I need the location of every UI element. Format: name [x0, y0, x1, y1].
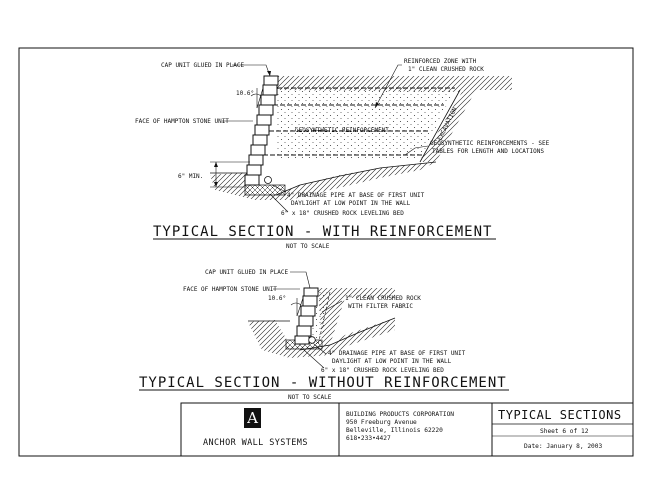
lower-cap-label: CAP UNIT GLUED IN PLACE [205, 269, 288, 276]
corp-name: BUILDING PRODUCTS CORPORATION [346, 411, 454, 418]
geosynthetic-layers [263, 87, 455, 156]
upper-min-label: 6" MIN. [178, 173, 203, 180]
upper-cap-label: CAP UNIT GLUED IN PLACE [161, 62, 244, 69]
upper-reinforced-zone-line1: REINFORCED ZONE WITH [404, 58, 477, 65]
corp-phone: 618•233•4427 [346, 435, 391, 442]
lower-angle: 10.6° [268, 295, 286, 302]
corp-street: 950 Freeburg Avenue [346, 419, 417, 426]
lower-rock-line1: 1" CLEAN CRUSHED ROCK [345, 295, 421, 302]
sheet-number: Sheet 6 of 12 [540, 428, 589, 435]
retained-soil-top [276, 76, 512, 92]
drainage-pipe [264, 176, 272, 184]
anchor-logo [244, 408, 261, 428]
upper-section: CAP UNIT GLUED IN PLACE REINFORCED ZONE … [135, 58, 550, 250]
reinforced-zone [276, 88, 455, 160]
lower-rock-line2: WITH FILTER FABRIC [348, 303, 413, 310]
upper-reinforced-zone-line2: 1" CLEAN CRUSHED ROCK [408, 66, 484, 73]
lower-drain-line2: DAYLIGHT AT LOW POINT IN THE WALL [332, 358, 452, 365]
upper-angle: 10.6° [236, 90, 254, 97]
upper-drain-line2: DAYLIGHT AT LOW POINT IN THE WALL [291, 200, 411, 207]
lower-bed-label: 6" x 18" CRUSHED ROCK LEVELING BED [321, 367, 444, 374]
upper-scale-note: NOT TO SCALE [286, 243, 330, 250]
lower-retained-soil [318, 288, 395, 345]
lower-section: CAP UNIT GLUED IN PLACE FACE OF HAMPTON … [139, 269, 509, 401]
upper-face-label: FACE OF HAMPTON STONE UNIT [135, 118, 229, 125]
upper-geo-see-line2: TABLES FOR LENGTH AND LOCATIONS [432, 148, 544, 155]
sheet-title: TYPICAL SECTIONS [498, 408, 622, 422]
sheet-date: Date: January 8, 2003 [524, 443, 603, 450]
excavation-slope [420, 90, 476, 162]
lower-scale-note: NOT TO SCALE [288, 394, 332, 401]
lower-face-label: FACE OF HAMPTON STONE UNIT [183, 286, 277, 293]
lower-wall-blocks [294, 287, 319, 345]
corp-city: Belleville, Illinois 62220 [346, 427, 443, 434]
leveling-bed [244, 184, 286, 196]
wall-blocks [244, 75, 279, 186]
upper-geo-see-line1: GEOSYNTHETIC REINFORCEMENTS - SEE [430, 140, 550, 147]
upper-drain-line1: 4" DRAINAGE PIPE AT BASE OF FIRST UNIT [287, 192, 425, 199]
lower-foundation-soil [248, 318, 395, 358]
lower-section-title: TYPICAL SECTION - WITHOUT REINFORCEMENT [139, 375, 507, 391]
company-name: ANCHOR WALL SYSTEMS [203, 438, 308, 448]
lower-drain-line1: 4" DRAINAGE PIPE AT BASE OF FIRST UNIT [328, 350, 466, 357]
foundation-soil [210, 162, 436, 200]
lower-drainage-pipe [308, 336, 316, 344]
upper-section-title: TYPICAL SECTION - WITH REINFORCEMENT [153, 224, 492, 240]
upper-bed-label: 6" x 18" CRUSHED ROCK LEVELING BED [281, 210, 404, 217]
logo-letter: A [246, 409, 258, 427]
upper-geo-label: GEOSYNTHETIC REINFORCEMENT [295, 127, 389, 134]
title-block: A ANCHOR WALL SYSTEMS BUILDING PRODUCTS … [180, 402, 634, 457]
